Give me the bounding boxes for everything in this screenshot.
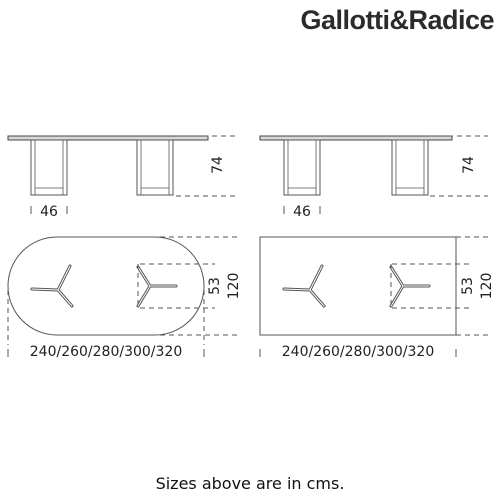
tripod-base bbox=[136, 265, 178, 308]
top-view-rect bbox=[259, 236, 490, 357]
leg-frame bbox=[283, 139, 321, 196]
tabletop-outline-oval bbox=[7, 236, 205, 336]
top-view-oval bbox=[7, 236, 240, 357]
leg-frame bbox=[136, 139, 174, 196]
leg-width-label: 46 bbox=[293, 204, 311, 220]
height-label: 74 bbox=[210, 156, 226, 174]
leg-frame bbox=[30, 139, 68, 196]
length-label: 240/260/280/300/320 bbox=[30, 344, 182, 360]
tripod-base bbox=[282, 264, 326, 308]
height-label: 74 bbox=[461, 156, 477, 174]
units-caption: Sizes above are in cms. bbox=[155, 474, 345, 493]
leg-frame bbox=[391, 139, 429, 196]
base-width-label: 53 bbox=[460, 277, 476, 295]
depth-label: 120 bbox=[226, 273, 242, 300]
base-width-label: 53 bbox=[207, 277, 223, 295]
leg-width-label: 46 bbox=[40, 204, 58, 220]
tripod-base bbox=[389, 265, 431, 308]
depth-label: 120 bbox=[479, 273, 495, 300]
side-view-left bbox=[7, 135, 235, 214]
tabletop-edge bbox=[7, 135, 209, 141]
side-view-right bbox=[259, 135, 488, 214]
tabletop-edge bbox=[259, 135, 453, 141]
tripod-base bbox=[30, 264, 74, 308]
length-label: 240/260/280/300/320 bbox=[282, 344, 434, 360]
tabletop-outline-rect bbox=[259, 236, 457, 336]
brand-logo: Gallotti&Radice bbox=[300, 5, 494, 35]
